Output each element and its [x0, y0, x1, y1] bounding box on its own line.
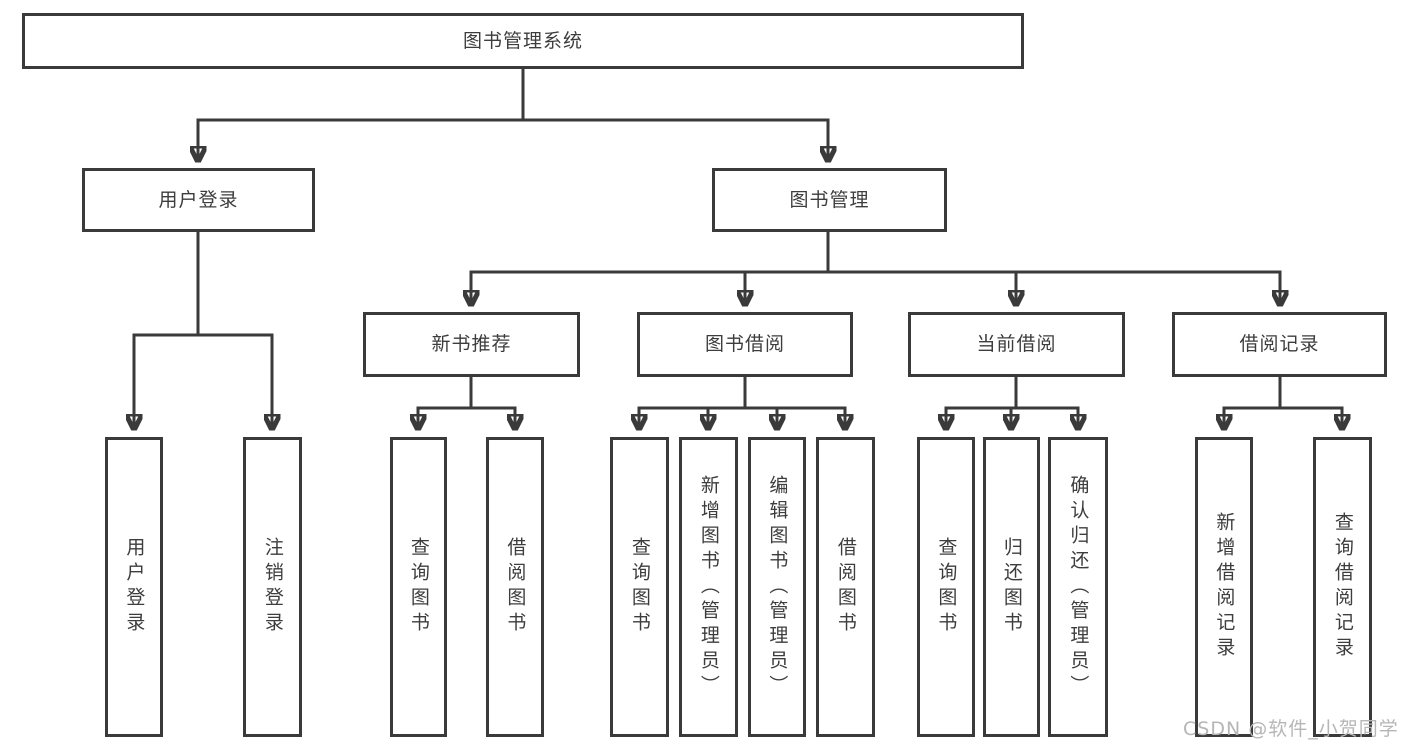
node-confirm-return-admin: 确认归还（管理员） — [1048, 437, 1108, 737]
node-root: 图书管理系统 — [22, 13, 1024, 69]
node-borrow-books-action: 借阅图书 — [816, 437, 875, 737]
node-add-book-admin: 新增图书（管理员） — [679, 437, 738, 737]
node-current-borrow: 当前借阅 — [908, 312, 1125, 377]
watermark: CSDN @软件_小贺同学 — [1183, 718, 1399, 740]
node-edit-book-admin: 编辑图书（管理员） — [748, 437, 806, 737]
node-query-books-current: 查询图书 — [917, 437, 975, 737]
node-query-borrow-record: 查询借阅记录 — [1313, 437, 1372, 737]
node-logout: 注销登录 — [243, 437, 302, 737]
node-borrow-books-recommend: 借阅图书 — [486, 437, 544, 737]
node-book-management: 图书管理 — [712, 168, 947, 232]
node-return-books: 归还图书 — [983, 437, 1040, 737]
node-borrow-records: 借阅记录 — [1172, 312, 1387, 377]
node-query-books-borrow: 查询图书 — [610, 437, 669, 737]
node-user-login: 用户登录 — [82, 168, 315, 232]
node-query-books-recommend: 查询图书 — [390, 437, 447, 737]
node-new-book-recommend: 新书推荐 — [363, 312, 580, 377]
node-add-borrow-record: 新增借阅记录 — [1195, 437, 1253, 737]
node-book-borrow: 图书借阅 — [637, 312, 853, 377]
node-user-login-action: 用户登录 — [105, 437, 163, 737]
